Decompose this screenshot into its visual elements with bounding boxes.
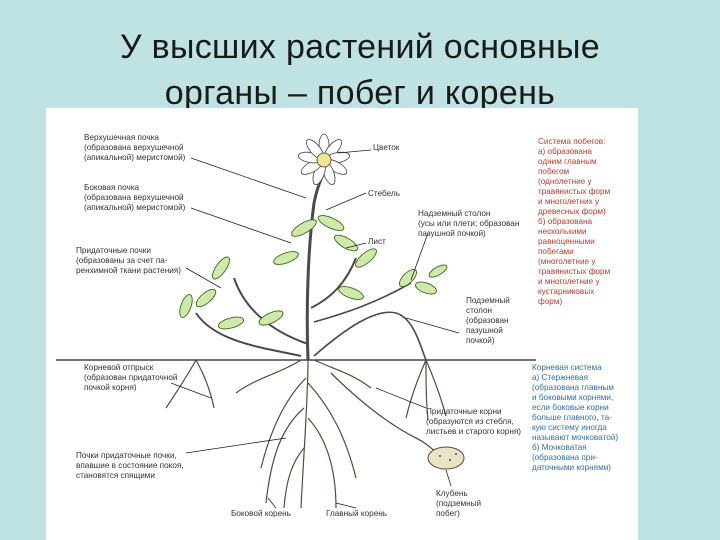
label-under-stolon: Подземный столон (образован пазушной поч… [466,296,512,345]
tuber-stolon [331,373,438,454]
main-stem [307,172,324,360]
flower [298,134,351,186]
root-system-text: Корневая система а) Стержневая (образова… [532,363,620,472]
leaf [194,286,219,309]
under-stolon [314,312,426,360]
label-apical-bud: Верхушечная почка (образована верхушечно… [84,133,186,162]
leaf [289,217,318,240]
plant-diagram: Верхушечная почка (образована верхушечно… [46,108,638,540]
leaf [414,280,438,297]
leaf [177,293,195,319]
label-dormant-buds: Почки придаточные почки, впавшие в состо… [76,451,186,480]
tuber [428,447,464,469]
title-line-1: У высших растений основные [0,24,720,70]
label-lateral-root: Боковой корень [231,509,291,518]
above-stolon [314,283,411,322]
label-lateral-bud: Боковая почка (образована верхушечной (а… [84,183,186,212]
leaf [316,213,346,234]
shoot-system-text: Система побегов: а) образована одним гла… [538,137,613,306]
side-shoot-right [311,258,356,308]
label-tuber: Клубень (подземный побег) [436,489,483,518]
leaf [332,232,360,254]
diagram-panel: Верхушечная почка (образована верхушечно… [46,108,638,540]
label-stem: Стебель [368,189,400,198]
roots [166,360,446,508]
label-adventitious-buds: Придаточные почки (образованы за счет па… [76,246,181,275]
label-above-stolon: Надземный столон (усы или плети; образов… [418,209,522,238]
label-flower: Цветок [373,143,400,152]
label-root-offshoot: Корневой отпрыск (образован придаточной … [84,363,180,392]
leaf [209,254,232,281]
label-main-root: Главный корень [326,509,387,518]
label-leaf: Лист [368,237,386,246]
slide-title: У высших растений основные органы – побе… [0,24,720,116]
leaf [427,263,448,280]
leaf [217,315,245,331]
leaf [337,284,365,302]
leaf [272,249,300,267]
label-adventitious-roots: Придаточные корни (образуются из стебля,… [426,407,521,436]
leaves [177,213,448,332]
side-shoot-left [234,278,308,344]
